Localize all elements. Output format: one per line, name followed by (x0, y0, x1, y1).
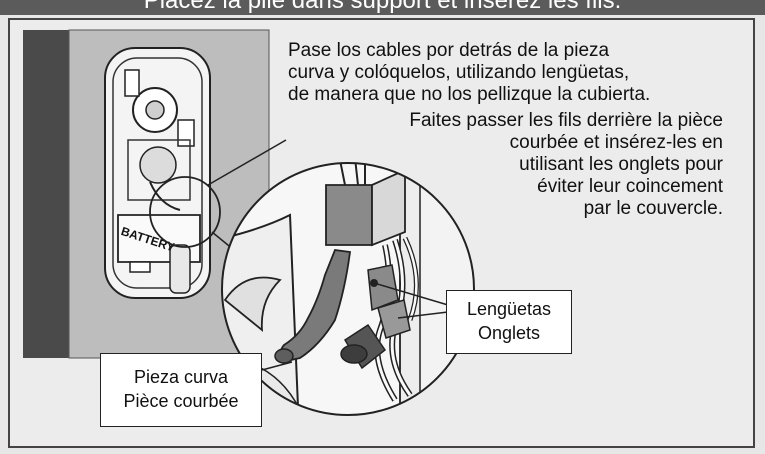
instruction-es-line-3: de manera que no los pellizque la cubier… (288, 84, 651, 105)
instruction-es-line-2: curva y colóquelos, utilizando lengüetas… (288, 62, 630, 83)
instruction-fr-line-4: éviter leur coincement (537, 176, 723, 197)
curved-label-es: Pieza curva (133, 367, 229, 387)
leader-curved (261, 361, 293, 371)
header-bar: Placez la pile dans support et insérez l… (0, 0, 765, 15)
header-title: Placez la pile dans support et insérez l… (143, 0, 622, 14)
curved-piece-callout: Pieza curva Pièce courbée (100, 353, 262, 427)
instruction-es-line-1: Pase los cables por detrás de la pieza (288, 40, 610, 61)
zoom-source-circle (149, 176, 221, 248)
leader-tab-1 (373, 282, 449, 306)
zoom-line-top (207, 139, 287, 186)
tabs-callout: Lengüetas Onglets (446, 290, 572, 354)
instruction-fr-line-3: utilisant les onglets pour (519, 154, 723, 175)
tabs-label-fr: Onglets (477, 323, 541, 343)
tabs-label-es: Lengüetas (466, 299, 552, 319)
curved-label-fr: Pièce courbée (123, 391, 239, 411)
door-edge (23, 30, 69, 358)
instruction-fr-line-1: Faites passer les fils derrière la pièce (409, 110, 723, 131)
instruction-fr-line-2: courbée et insérez-les en (509, 132, 723, 153)
instruction-fr-line-5: par le couvercle. (583, 198, 723, 219)
lock-housing: BATTERY (104, 47, 211, 299)
leader-tab-2 (397, 311, 449, 319)
